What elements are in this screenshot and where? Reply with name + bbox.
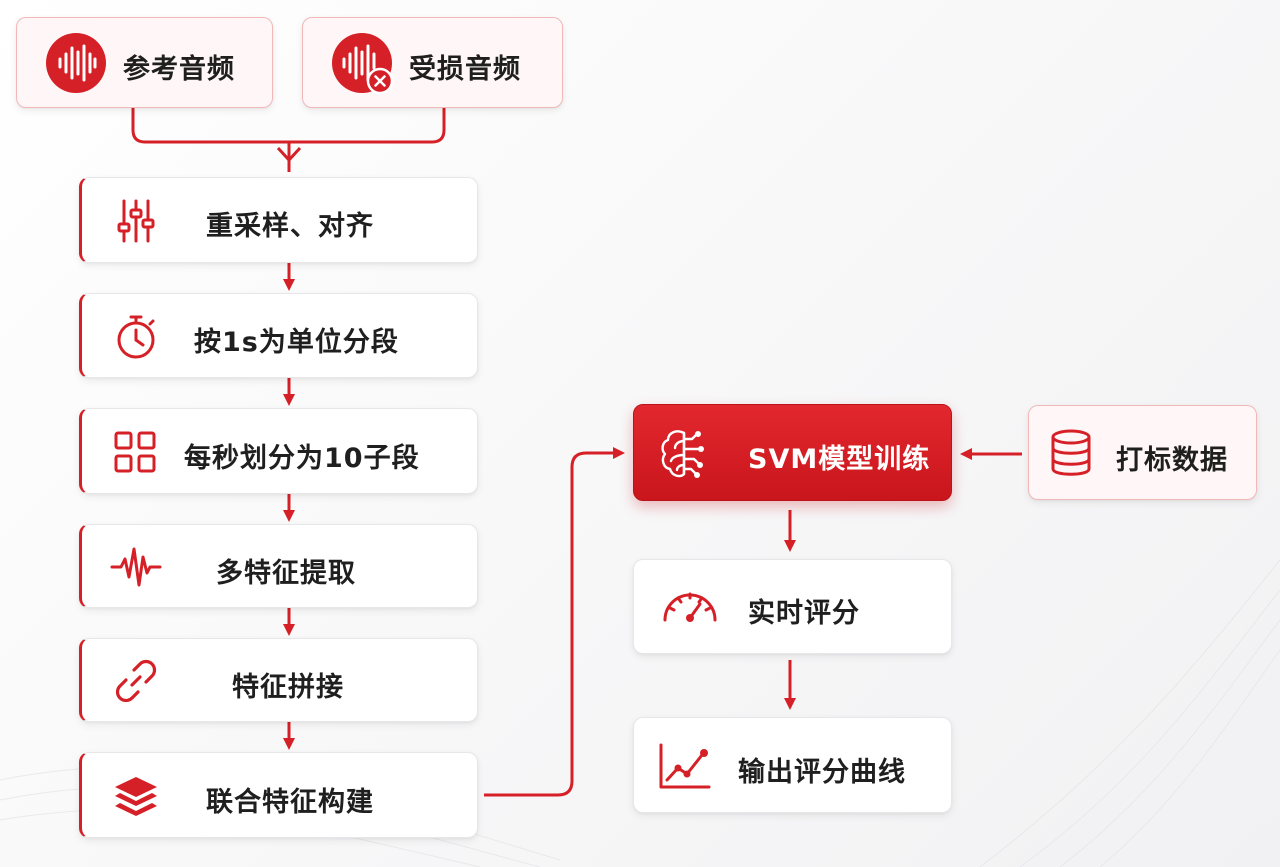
audio-wave-icon <box>45 32 107 94</box>
brain-circuit-icon <box>658 427 714 481</box>
step-label: 每秒划分为10子段 <box>184 443 420 474</box>
waveform-icon <box>110 545 162 589</box>
step-segment-1s[interactable]: 按1s为单位分段 <box>79 293 478 378</box>
svm-training-label: SVM模型训练 <box>748 444 931 475</box>
score-curve-label: 输出评分曲线 <box>738 757 906 788</box>
step-multi-feature-extraction[interactable]: 多特征提取 <box>79 524 478 608</box>
labeled-data-label: 打标数据 <box>1116 445 1228 476</box>
step-resample-align[interactable]: 重采样、对齐 <box>79 177 478 263</box>
realtime-score-label: 实时评分 <box>748 598 860 629</box>
grid-icon <box>114 431 156 473</box>
line-chart-icon <box>658 742 712 790</box>
step-subsegment-10[interactable]: 每秒划分为10子段 <box>79 408 478 494</box>
layers-icon <box>112 773 160 821</box>
damaged-audio-icon <box>331 32 397 98</box>
step-label: 重采样、对齐 <box>206 211 374 242</box>
stopwatch-icon <box>112 313 160 361</box>
features-to-model-connector <box>484 447 625 797</box>
step-label: 多特征提取 <box>216 558 356 589</box>
score-curve-node[interactable]: 输出评分曲线 <box>633 717 952 813</box>
step-label: 联合特征构建 <box>206 787 374 818</box>
step-feature-concat[interactable]: 特征拼接 <box>79 638 478 722</box>
step-label: 特征拼接 <box>232 672 344 703</box>
damaged-audio-node[interactable]: 受损音频 <box>302 17 563 108</box>
step-label: 按1s为单位分段 <box>194 327 399 358</box>
damaged-audio-label: 受损音频 <box>409 54 521 85</box>
link-icon <box>112 657 160 705</box>
labeled-data-node[interactable]: 打标数据 <box>1028 405 1257 500</box>
reference-audio-node[interactable]: 参考音频 <box>16 17 273 108</box>
svm-training-node[interactable]: SVM模型训练 <box>633 404 952 501</box>
step-joint-feature-build[interactable]: 联合特征构建 <box>79 752 478 838</box>
reference-audio-label: 参考音频 <box>123 54 235 85</box>
gauge-icon <box>660 584 720 626</box>
input-merge-connector <box>131 108 446 144</box>
realtime-score-node[interactable]: 实时评分 <box>633 559 952 654</box>
sliders-icon <box>116 198 156 244</box>
database-icon <box>1049 429 1093 477</box>
